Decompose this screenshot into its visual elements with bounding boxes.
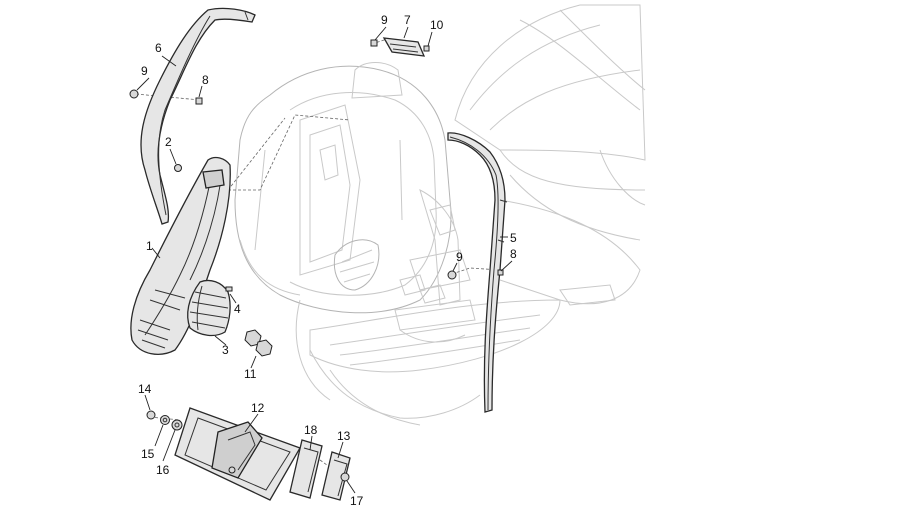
callout-2: 2 bbox=[165, 135, 172, 149]
callout-3: 3 bbox=[222, 343, 229, 357]
leader-lines bbox=[136, 26, 513, 494]
part-13-plate bbox=[321, 451, 351, 501]
callout-10: 10 bbox=[430, 18, 444, 32]
callout-7: 7 bbox=[404, 13, 411, 27]
callout-11: 11 bbox=[244, 367, 257, 381]
part-6-upper-trim bbox=[140, 7, 256, 225]
callout-4: 4 bbox=[234, 302, 241, 316]
part-7-bracket bbox=[370, 37, 430, 57]
hardware bbox=[129, 89, 504, 482]
callout-8-right: 8 bbox=[510, 247, 517, 261]
callout-6: 6 bbox=[155, 41, 162, 55]
part-18-plate bbox=[289, 439, 323, 499]
part-1-front-cover bbox=[130, 156, 231, 355]
callout-16: 16 bbox=[156, 463, 170, 477]
scooter-body-outline bbox=[234, 4, 646, 426]
callout-1: 1 bbox=[146, 239, 153, 253]
callout-17: 17 bbox=[350, 494, 364, 507]
part-3-grille bbox=[187, 279, 231, 337]
callout-9-top: 9 bbox=[381, 13, 388, 27]
callout-labels: 6 9 8 2 1 4 3 11 9 7 10 5 8 9 14 15 16 1… bbox=[138, 13, 517, 507]
callout-8-left: 8 bbox=[202, 73, 209, 87]
callout-14: 14 bbox=[138, 382, 152, 396]
callout-18: 18 bbox=[304, 423, 318, 437]
callout-15: 15 bbox=[141, 447, 155, 461]
callout-13: 13 bbox=[337, 429, 351, 443]
part-12-plate-holder bbox=[174, 407, 301, 501]
callout-12: 12 bbox=[251, 401, 265, 415]
callout-9-left: 9 bbox=[141, 64, 148, 78]
callout-5: 5 bbox=[510, 231, 517, 245]
callout-9-right: 9 bbox=[456, 250, 463, 264]
part-5-side-trim bbox=[447, 132, 508, 413]
